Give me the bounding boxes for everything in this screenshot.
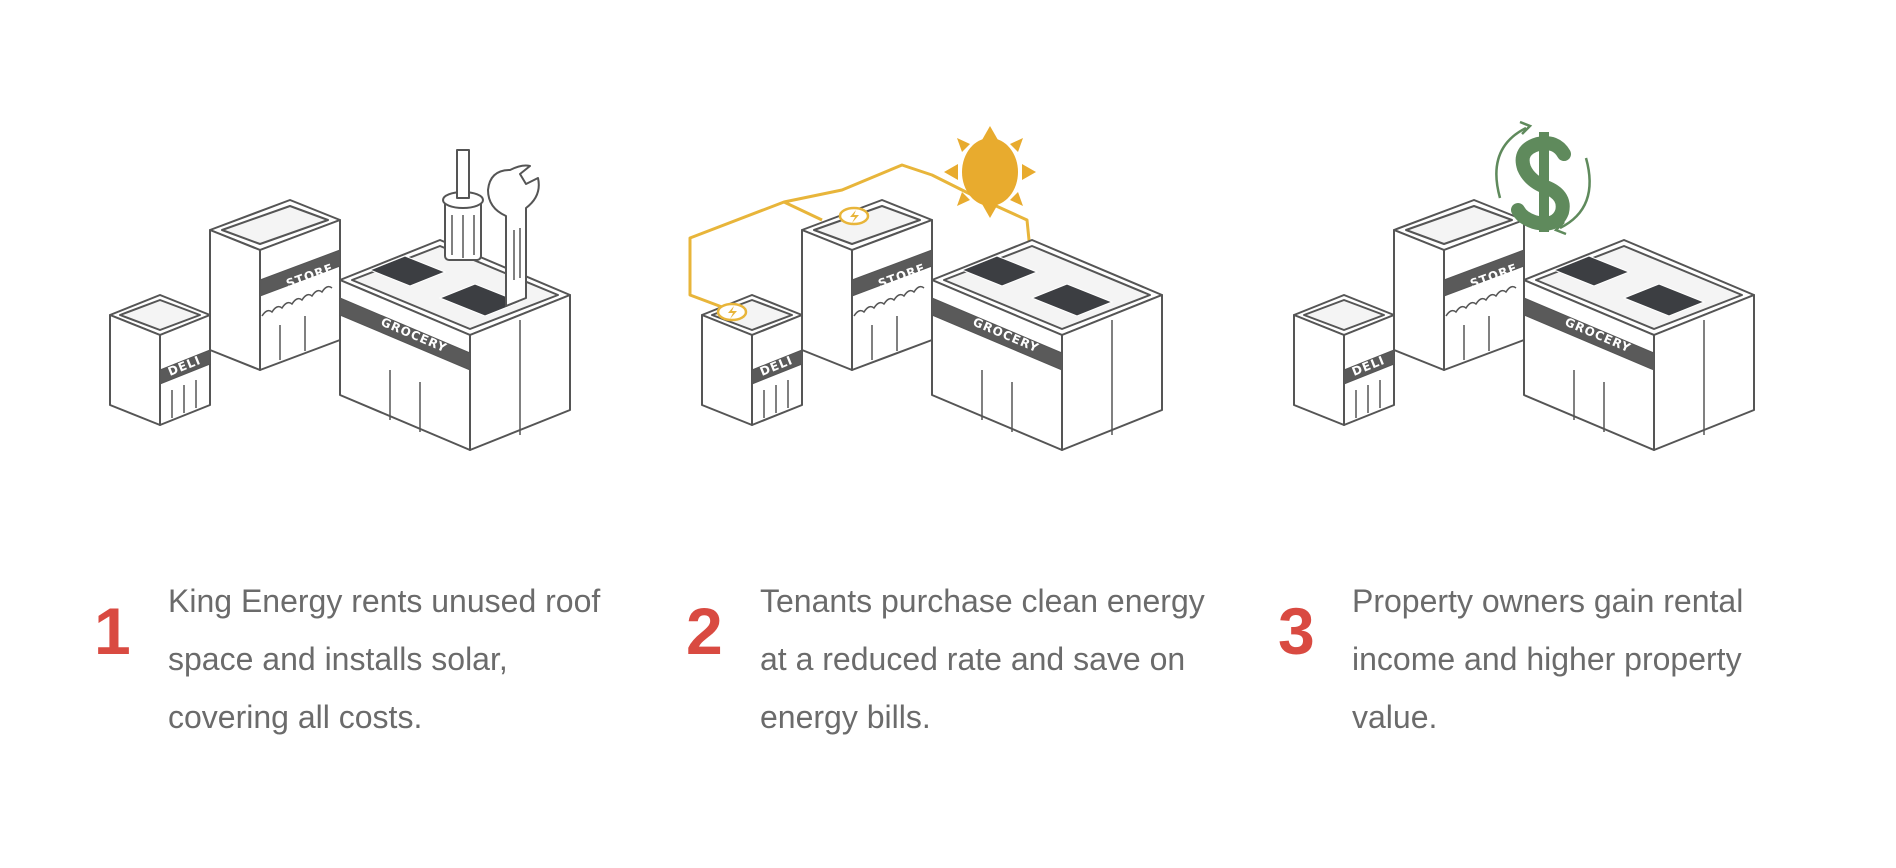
step-number: 1 <box>94 594 131 668</box>
step-1-caption: 1 King Energy rents unused roof space an… <box>80 572 640 752</box>
wrench-icon <box>487 164 540 307</box>
bolt-icon <box>838 206 870 226</box>
deli-building: DELI <box>109 294 211 426</box>
step-3: DELI STORE <box>1264 0 1824 868</box>
step-description: King Energy rents unused roof space and … <box>168 583 601 735</box>
buildings-energy-illustration: DELI STORE <box>688 126 1163 451</box>
step-description: Property owners gain rental income and h… <box>1352 583 1744 735</box>
dollar-sign-icon <box>1511 132 1571 232</box>
store-building: STORE <box>209 199 341 371</box>
step-2-caption: 2 Tenants purchase clean energy at a red… <box>672 572 1232 752</box>
step-1: DELI STORE <box>80 0 640 868</box>
step-number: 3 <box>1278 594 1315 668</box>
step-3-illustration: DELI STORE <box>1264 120 1824 540</box>
step-2-illustration: DELI STORE <box>672 120 1232 540</box>
building-group: DELI STORE <box>109 199 571 451</box>
step-3-caption: 3 Property owners gain rental income and… <box>1264 572 1824 752</box>
bolt-icon <box>716 302 748 322</box>
store-building: STORE <box>1393 199 1525 371</box>
building-group: DELI STORE <box>701 199 1163 451</box>
solar-panels <box>1552 255 1706 317</box>
step-2: DELI STORE <box>672 0 1232 868</box>
screwdriver-icon <box>442 149 484 261</box>
sun-icon <box>944 126 1036 218</box>
step-description: Tenants purchase clean energy at a reduc… <box>760 583 1205 735</box>
solar-panels <box>960 255 1114 317</box>
grocery-building: GROCERY <box>1523 239 1755 451</box>
buildings-install-illustration: DELI STORE <box>109 149 571 451</box>
deli-building: DELI <box>701 294 803 426</box>
grocery-building: GROCERY <box>931 239 1163 451</box>
store-building: STORE <box>801 199 933 371</box>
step-number: 2 <box>686 594 723 668</box>
step-1-illustration: DELI STORE <box>80 120 640 540</box>
building-group: DELI STORE <box>1293 199 1755 451</box>
deli-building: DELI <box>1293 294 1395 426</box>
solar-panels <box>368 255 522 317</box>
buildings-income-illustration: DELI STORE <box>1293 120 1755 451</box>
power-wire-icon <box>688 163 1034 312</box>
grocery-building: GROCERY <box>339 239 571 451</box>
